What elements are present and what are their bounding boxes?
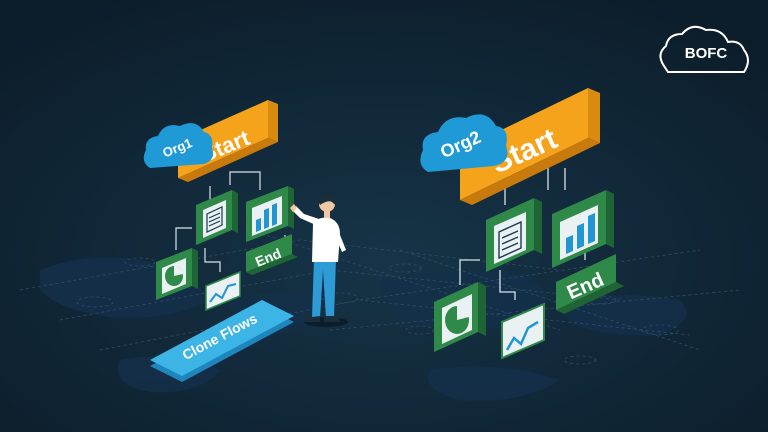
line-chart-icon xyxy=(209,283,237,303)
line-chart-icon xyxy=(505,320,539,351)
logo-text: BOFC xyxy=(685,45,728,62)
right-piechart-card xyxy=(434,282,486,352)
left-linechart-card xyxy=(205,270,241,312)
perspective-grid xyxy=(19,229,741,365)
person-figure xyxy=(290,193,348,327)
pie-chart-icon xyxy=(165,265,183,286)
right-barchart-card xyxy=(552,190,614,268)
right-flow: Start Org2 xyxy=(420,88,624,360)
bofc-logo: BOFC xyxy=(659,25,749,73)
left-flow: Start Org1 xyxy=(143,100,298,312)
clipboard-icon xyxy=(498,220,522,260)
cloud-logo-icon xyxy=(659,25,749,73)
right-clipboard-card xyxy=(486,198,542,272)
right-org-badge: Org2 xyxy=(420,114,508,172)
bar-chart-icon xyxy=(256,203,277,232)
bar-chart-icon xyxy=(566,213,595,254)
left-clipboard-card xyxy=(196,190,238,245)
left-piechart-card xyxy=(156,248,198,300)
left-org-badge: Org1 xyxy=(143,123,213,168)
pie-chart-icon xyxy=(445,305,469,334)
right-start-block: Start xyxy=(460,88,600,205)
clipboard-icon xyxy=(206,206,223,233)
right-linechart-card xyxy=(501,302,545,360)
left-end-block: End xyxy=(246,234,298,275)
